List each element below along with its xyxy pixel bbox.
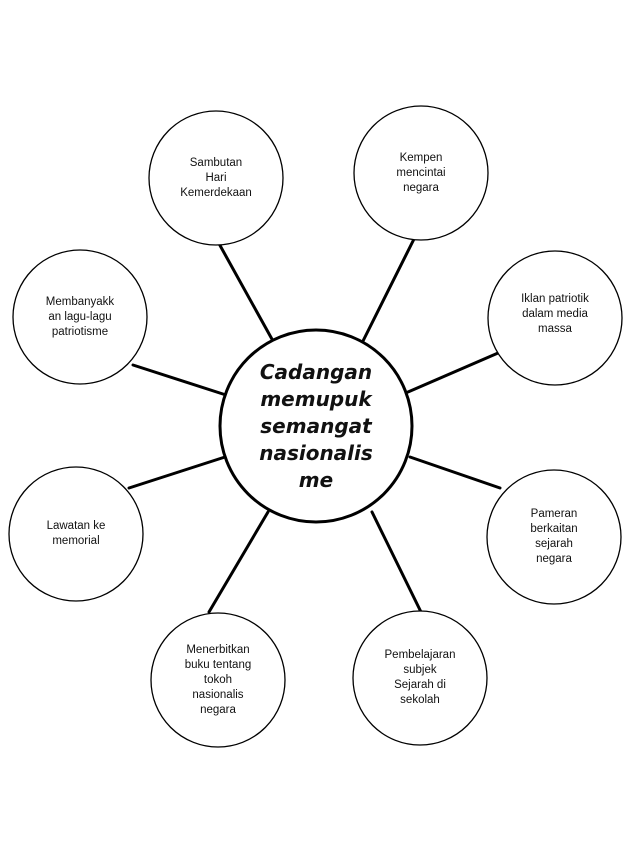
- connector-line: [207, 510, 270, 614]
- node-circle-iklan-patriotik: [487, 250, 623, 386]
- connector-line: [131, 363, 228, 397]
- node-circle-pembelajaran-sejarah: [352, 610, 488, 746]
- node-circle-lagu-patriotisme: [12, 249, 148, 385]
- connector-line: [406, 348, 507, 394]
- node-circle-sambutan-hari-kemerdekaan: [148, 110, 284, 246]
- connector-line: [361, 233, 418, 343]
- node-circle-pameran-sejarah: [486, 469, 622, 605]
- node-circle-kempen-mencintai-negara: [353, 105, 489, 241]
- node-circle-lawatan-memorial: [8, 466, 144, 602]
- connector-line: [215, 238, 275, 343]
- node-circle-menerbitkan-buku: [150, 612, 286, 748]
- center-circle: [218, 328, 414, 524]
- connector-line: [408, 455, 502, 490]
- connector-line: [370, 510, 423, 614]
- connector-line: [127, 455, 227, 490]
